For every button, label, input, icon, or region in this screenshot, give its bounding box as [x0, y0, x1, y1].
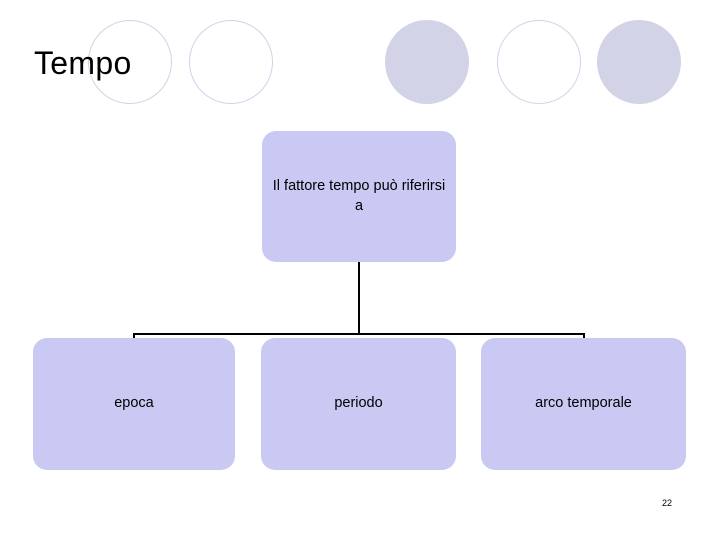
circle-filled-1-icon	[385, 20, 469, 104]
circle-outline-1-icon	[88, 20, 172, 104]
connector-vertical-right	[583, 333, 585, 339]
circle-outline-3-icon	[497, 20, 581, 104]
page-number: 22	[661, 498, 672, 508]
connector-vertical-left	[133, 333, 135, 339]
diagram-root-box: Il fattore tempo può riferirsi a	[262, 131, 456, 262]
circle-outline-2-icon	[189, 20, 273, 104]
diagram-child-box-periodo: periodo	[261, 338, 456, 470]
circle-filled-2-icon	[597, 20, 681, 104]
diagram-child-box-epoca: epoca	[33, 338, 235, 470]
page-title: Tempo	[34, 45, 132, 81]
diagram-child-box-arco-temporale: arco temporale	[481, 338, 686, 470]
connector-horizontal	[133, 333, 585, 335]
connector-vertical-root	[358, 262, 360, 334]
